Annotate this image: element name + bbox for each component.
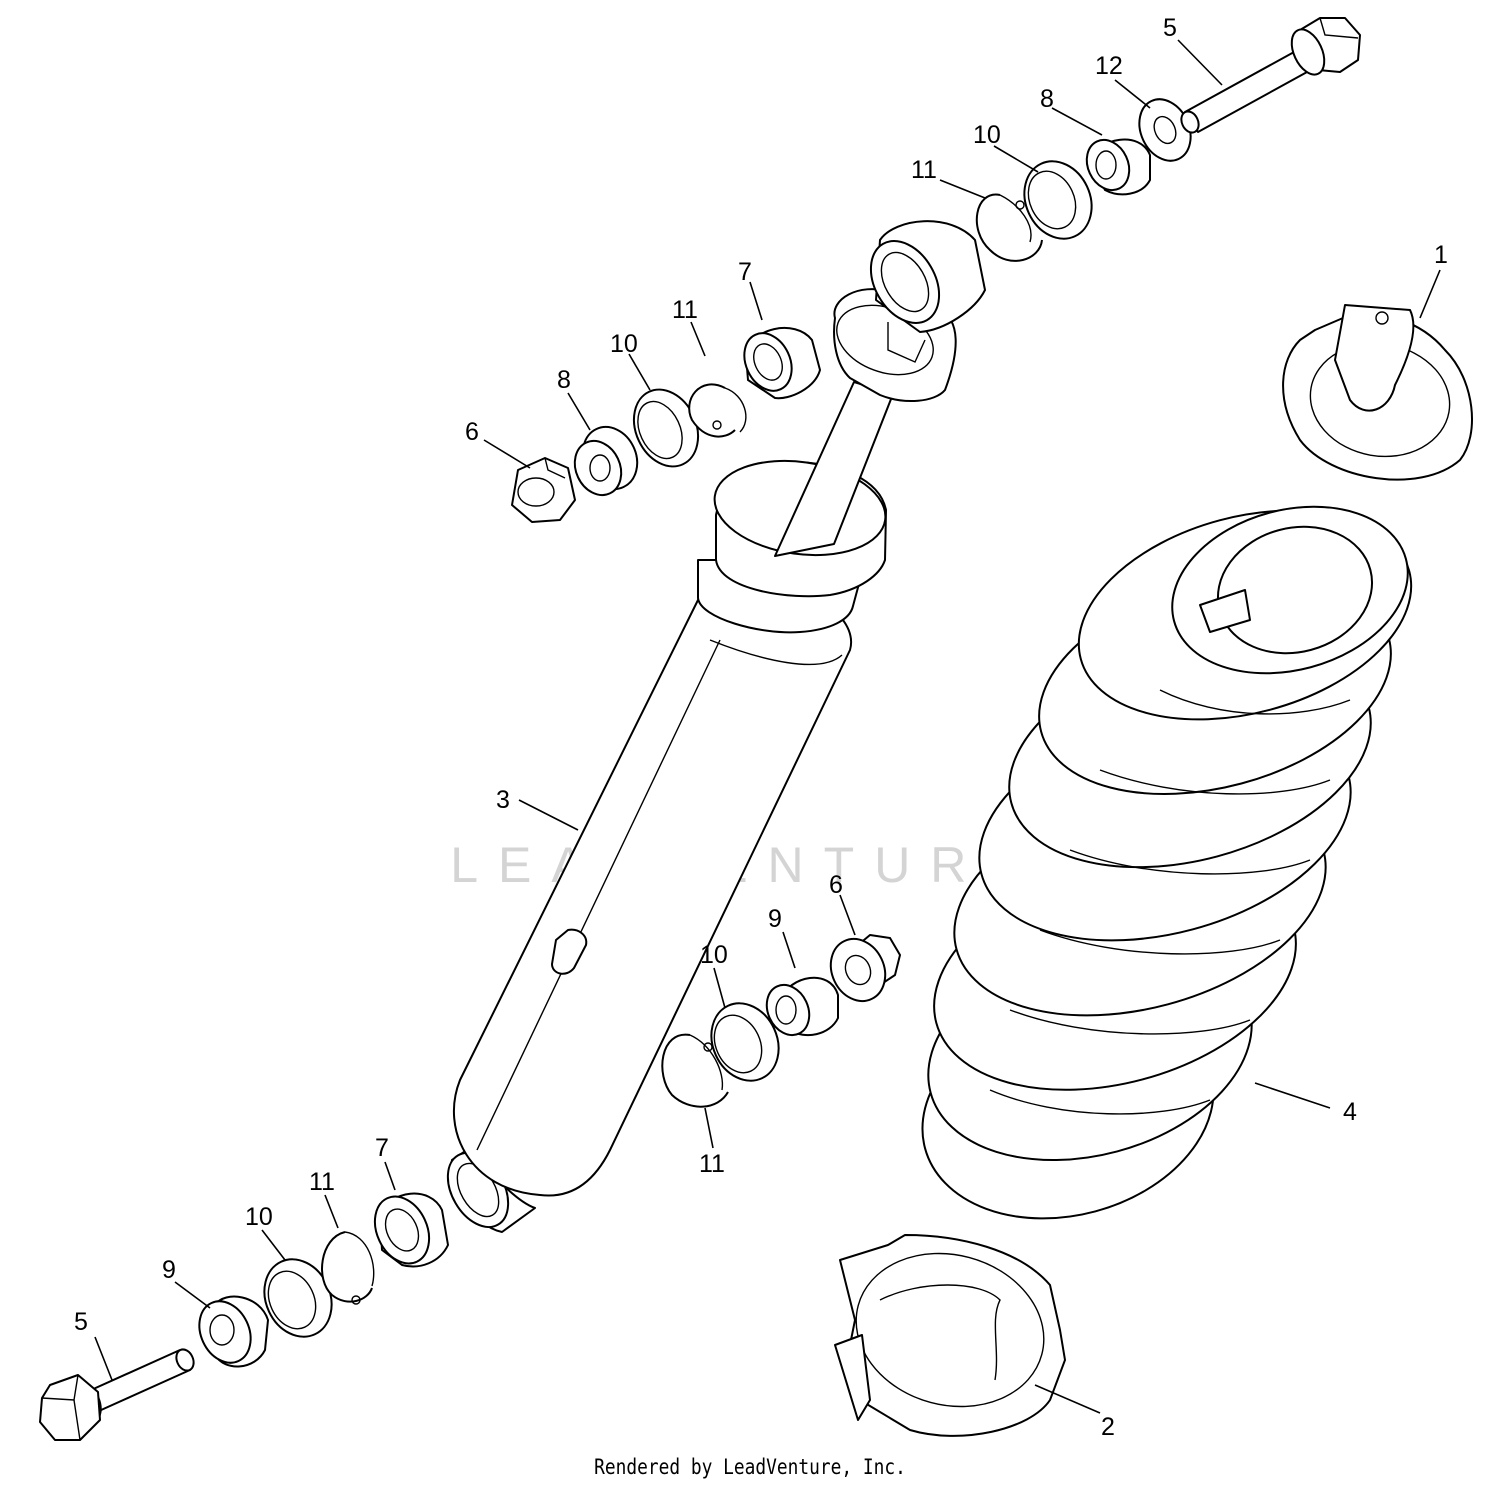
callout-shock-absorber: 3 [496,786,510,814]
callout-nut-middle: 6 [829,871,843,899]
shock-upper-eye [869,220,986,363]
seal-top-left [632,388,700,468]
snap-ring-top-left [688,383,747,438]
callout-spring-retainer-bottom: 2 [1101,1413,1115,1441]
callout-seal-top-right: 10 [973,121,1001,149]
callout-bushing-middle: 9 [768,905,782,933]
callout-nut-top: 6 [465,418,479,446]
nut-middle [829,934,901,1003]
callout-bolt-top: 5 [1163,14,1177,42]
spring-retainer-top [1282,304,1473,481]
callout-bearing-top: 7 [738,258,752,286]
bearing-bottom [373,1192,449,1268]
washer-top [1138,98,1192,162]
callout-seal-top-left: 10 [610,330,638,358]
callout-washer-top: 12 [1095,52,1123,80]
callout-bushing-bottom: 9 [162,1256,176,1284]
callout-labels: 1 2 3 4 5 5 6 6 7 7 8 8 9 9 10 10 10 10 … [74,14,1448,1441]
shock-absorber [446,220,986,1233]
coil-spring [921,505,1413,1220]
bolt-bottom [39,1348,195,1441]
callout-bushing-top-left: 8 [557,366,571,394]
callout-seal-bottom: 10 [245,1203,273,1231]
callout-bolt-bottom: 5 [74,1308,88,1336]
nut-top [511,457,576,523]
callout-snap-ring-middle: 11 [699,1150,725,1178]
shock-valve [551,928,588,975]
seal-top-right [1023,160,1093,240]
snap-ring-bottom [321,1231,375,1305]
bushing-top-left [573,425,639,497]
bushing-middle [765,976,839,1037]
callout-bushing-top-right: 8 [1040,85,1054,113]
callout-coil-spring: 4 [1343,1098,1357,1126]
bearing-top [743,326,821,400]
callout-snap-ring-top-left: 11 [672,296,698,324]
snap-ring-middle [661,1033,729,1108]
bushing-top-right [1085,138,1151,196]
seal-middle [710,1002,780,1082]
footer-credit: Rendered by LeadVenture, Inc. [594,1455,906,1479]
callout-spring-retainer-top: 1 [1434,241,1448,269]
spring-retainer-bottom [834,1234,1066,1437]
seal-bottom [263,1258,333,1338]
callout-bearing-bottom: 7 [375,1134,389,1162]
snap-ring-top-right [975,193,1043,262]
callout-snap-ring-bottom: 11 [309,1168,335,1196]
callout-seal-middle: 10 [700,941,728,969]
leader-lines [94,39,1441,1414]
bushing-bottom [198,1295,269,1368]
bolt-top [1180,17,1361,134]
callout-snap-ring-top-right: 11 [911,156,937,184]
